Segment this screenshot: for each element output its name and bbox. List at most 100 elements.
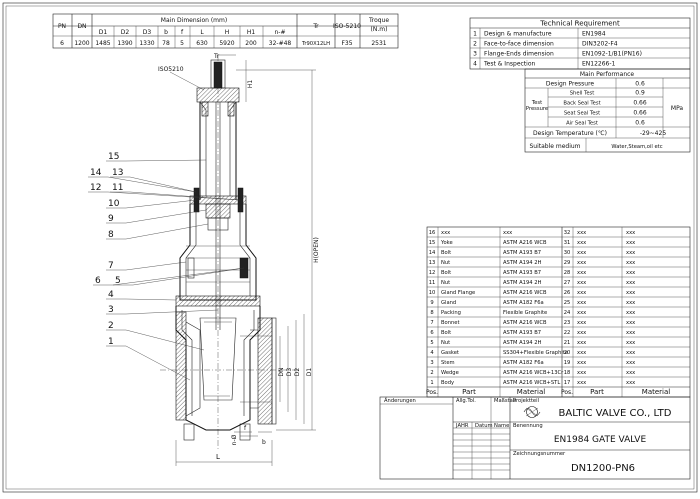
header-iso: ISO-5210 bbox=[333, 23, 361, 30]
title-block: Änderungen Allg.Tol. Maßstab Projektteil… bbox=[379, 396, 691, 480]
part-pos: 8 bbox=[430, 310, 433, 316]
part-material: ASTM A216 WCB bbox=[503, 290, 547, 296]
callout-leader bbox=[125, 345, 191, 381]
part-pos: 2 bbox=[430, 370, 433, 376]
part-name: xxx bbox=[577, 310, 586, 316]
sub-l: L bbox=[200, 29, 204, 36]
callout-leader bbox=[125, 199, 197, 209]
callout-number: 12 bbox=[90, 183, 101, 193]
part-pos: 21 bbox=[564, 340, 571, 346]
val-b: 78 bbox=[162, 40, 170, 47]
part-pos: 1 bbox=[430, 380, 433, 386]
part-material: xxx bbox=[503, 230, 512, 236]
dimension-lines: H(OPEN) H1 Tr ISO5210 DN D3 D2 D1 L bbox=[158, 53, 320, 466]
pressure-unit: MPa bbox=[671, 105, 684, 112]
yoke-body bbox=[199, 102, 237, 200]
part-material: xxx bbox=[626, 230, 635, 236]
sub-h1: H1 bbox=[247, 29, 256, 36]
val-h: 5920 bbox=[219, 40, 234, 47]
part-name: xxx bbox=[577, 330, 586, 336]
part-name: Bolt bbox=[441, 250, 451, 256]
actuator-mount-flange bbox=[196, 87, 240, 103]
callout-leader bbox=[132, 267, 245, 286]
callout-number: 1 bbox=[108, 337, 114, 347]
test-label: Seat Seal Test bbox=[564, 111, 600, 117]
part-name: xxx bbox=[577, 300, 586, 306]
part-pos: 29 bbox=[564, 260, 571, 266]
part-material: ASTM A193 B7 bbox=[503, 330, 541, 336]
callout-number: 6 bbox=[95, 276, 101, 286]
val-d3: 1330 bbox=[139, 40, 154, 47]
d3-label: D3 bbox=[286, 368, 293, 377]
sheet-frame bbox=[2, 2, 698, 493]
temperature-value: -29~425 bbox=[640, 130, 666, 137]
part-name: Nut bbox=[441, 340, 450, 346]
tr-label: Tr bbox=[213, 53, 220, 60]
part-material: ASTM A216 WCB+STL bbox=[503, 380, 560, 386]
sub-n: n-# bbox=[275, 29, 286, 36]
sub-h: H bbox=[225, 29, 230, 36]
company-logo-icon bbox=[523, 406, 541, 418]
parts-header-material: Material bbox=[517, 388, 545, 396]
part-pos: 17 bbox=[564, 380, 571, 386]
wedge bbox=[199, 317, 237, 401]
test-value: 0.66 bbox=[633, 110, 647, 117]
sub-b: b bbox=[164, 29, 168, 36]
val-d1: 1485 bbox=[95, 40, 110, 47]
callout-leader bbox=[125, 298, 177, 301]
changes-label: Änderungen bbox=[384, 397, 416, 404]
part-pos: 22 bbox=[564, 330, 571, 336]
bonnet-flange bbox=[175, 295, 261, 307]
header-troque: Troque bbox=[368, 17, 389, 24]
part-pos: 24 bbox=[564, 310, 571, 316]
test-label: Air Seal Test bbox=[566, 121, 598, 127]
part-material: xxx bbox=[626, 260, 635, 266]
callout-leader bbox=[125, 261, 187, 271]
medium-value: Water,Steam,oil etc bbox=[611, 144, 662, 150]
f-label: f bbox=[244, 425, 247, 432]
tech-req-item: Design & manufacture bbox=[484, 31, 552, 38]
company-name: BALTIC VALVE CO., LTD bbox=[559, 408, 672, 419]
part-pos: 20 bbox=[564, 350, 571, 356]
part-material: xxx bbox=[626, 240, 635, 246]
part-material: xxx bbox=[626, 340, 635, 346]
part-name: xxx bbox=[577, 280, 586, 286]
part-pos: 3 bbox=[430, 360, 433, 366]
dn-label: DN bbox=[278, 367, 285, 376]
part-pos: 5 bbox=[430, 340, 433, 346]
part-name: Stem bbox=[441, 360, 455, 366]
part-material: ASTM A193 B7 bbox=[503, 270, 541, 276]
part-material: xxx bbox=[626, 370, 635, 376]
iso-label: ISO5210 bbox=[158, 66, 184, 73]
name-label: Name bbox=[494, 423, 509, 429]
callout-leader bbox=[125, 159, 207, 162]
part-pos: 9 bbox=[430, 300, 433, 306]
val-iso: F35 bbox=[341, 40, 352, 47]
date-label: Datum bbox=[475, 423, 493, 429]
sub-d3: D3 bbox=[143, 29, 152, 36]
part-material: xxx bbox=[626, 360, 635, 366]
h-open-label: H(OPEN) bbox=[313, 237, 320, 263]
callout-number: 15 bbox=[108, 152, 119, 162]
sheet-inner-frame bbox=[5, 5, 695, 490]
part-name: Bonnet bbox=[441, 320, 460, 326]
part-material: xxx bbox=[626, 320, 635, 326]
part-pos: 10 bbox=[429, 290, 436, 296]
tech-req-item: Flange-Ends dimension bbox=[484, 51, 554, 58]
part-material: xxx bbox=[626, 290, 635, 296]
part-material: ASTM A216 WCB bbox=[503, 240, 547, 246]
test-pressure-label-2: Pressure bbox=[526, 106, 548, 112]
header-dn: DN bbox=[77, 23, 86, 30]
left-end-flange bbox=[175, 311, 187, 421]
tech-req-value: EN12266-1 bbox=[582, 61, 616, 68]
right-end-flange bbox=[257, 317, 273, 425]
drawing-number-value: DN1200-PN6 bbox=[571, 463, 635, 474]
part-name: Gasket bbox=[441, 350, 459, 356]
part-material: Flexible Graphite bbox=[503, 310, 547, 316]
test-value: 0.66 bbox=[633, 100, 647, 107]
callout-number: 9 bbox=[108, 214, 114, 224]
